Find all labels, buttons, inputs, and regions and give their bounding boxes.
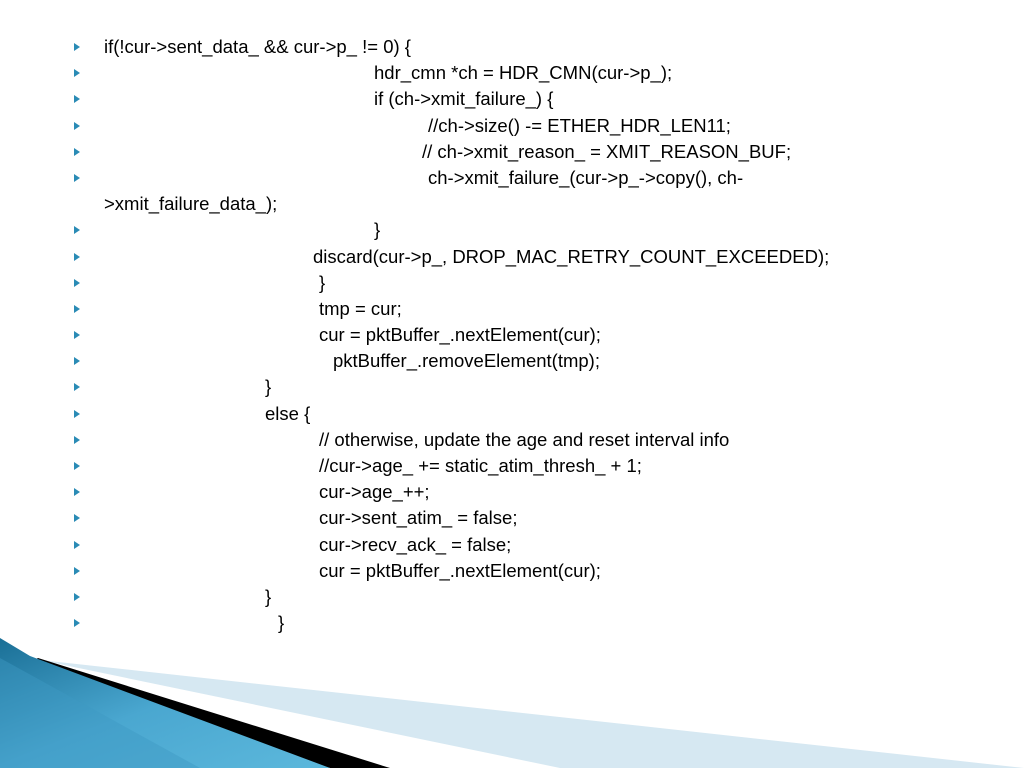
bullet-arrow-icon [74,462,80,471]
code-text: tmp = cur; [319,297,402,319]
bullet-arrow-icon [74,488,80,497]
code-text: else { [265,402,311,424]
bullet-arrow-icon [74,252,80,261]
code-line: ch->xmit_failure_(cur->p_->copy(), ch- >… [0,165,1024,217]
code-text: } [374,219,381,241]
code-text: } [265,376,272,398]
code-text: } [278,612,285,634]
code-listing: if(!cur->sent_data_ && cur->p_ != 0) { h… [0,34,1024,636]
bullet-arrow-icon [74,226,80,235]
code-line: // otherwise, update the age and reset i… [0,427,1024,453]
code-line: } [0,584,1024,610]
code-text: // otherwise, update the age and reset i… [319,428,730,450]
code-text: if(!cur->sent_data_ && cur->p_ != 0) { [104,36,411,57]
code-line: cur = pktBuffer_.nextElement(cur); [0,322,1024,348]
code-text: if (ch->xmit_failure_) { [374,88,554,110]
code-text: cur->sent_atim_ = false; [319,507,518,529]
code-text-continuation: >xmit_failure_data_); [104,192,278,214]
code-line: } [0,217,1024,243]
bullet-arrow-icon [74,619,80,628]
code-line: } [0,374,1024,400]
code-text: ch->xmit_failure_(cur->p_->copy(), ch- [428,166,744,188]
code-text: //cur->age_ += static_atim_thresh_ + 1; [319,455,642,477]
blue-corner-triangle [0,638,330,768]
bullet-arrow-icon [74,147,80,156]
bullet-arrow-icon [74,409,80,418]
code-line: cur->sent_atim_ = false; [0,505,1024,531]
code-text: cur = pktBuffer_.nextElement(cur); [319,324,601,346]
bullet-arrow-icon [74,592,80,601]
bullet-arrow-icon [74,69,80,78]
bullet-arrow-icon [74,540,80,549]
bullet-arrow-icon [74,43,80,51]
code-text: pktBuffer_.removeElement(tmp); [333,350,600,372]
code-line: cur->age_++; [0,479,1024,505]
bullet-arrow-icon [74,383,80,392]
code-line: // ch->xmit_reason_ = XMIT_REASON_BUF; [0,139,1024,165]
code-line: if(!cur->sent_data_ && cur->p_ != 0) { [0,34,1024,60]
bullet-arrow-icon [74,514,80,523]
bullet-arrow-icon [74,331,80,340]
black-diagonal-band [0,658,390,768]
code-line: cur->recv_ack_ = false; [0,532,1024,558]
code-text: // ch->xmit_reason_ = XMIT_REASON_BUF; [422,140,792,162]
pale-blue-band [40,660,1024,768]
code-text: discard(cur->p_, DROP_MAC_RETRY_COUNT_EX… [313,245,830,267]
code-line: cur = pktBuffer_.nextElement(cur); [0,558,1024,584]
bullet-arrow-icon [74,566,80,575]
bullet-arrow-icon [74,173,80,182]
code-line: //cur->age_ += static_atim_thresh_ + 1; [0,453,1024,479]
code-line: hdr_cmn *ch = HDR_CMN(cur->p_); [0,60,1024,86]
code-line: pktBuffer_.removeElement(tmp); [0,348,1024,374]
code-text: cur = pktBuffer_.nextElement(cur); [319,559,601,581]
corner-decoration [0,638,1024,768]
code-line: if (ch->xmit_failure_) { [0,86,1024,112]
code-text: cur->recv_ack_ = false; [319,533,512,555]
bullet-arrow-icon [74,278,80,287]
code-line: tmp = cur; [0,296,1024,322]
code-text: } [319,271,326,293]
bullet-arrow-icon [74,121,80,130]
code-line: discard(cur->p_, DROP_MAC_RETRY_COUNT_EX… [0,244,1024,270]
code-text: cur->age_++; [319,481,430,503]
code-line: else { [0,401,1024,427]
code-line: } [0,610,1024,636]
code-line: } [0,270,1024,296]
code-text: } [265,585,272,607]
bullet-arrow-icon [74,357,80,366]
bullet-arrow-icon [74,95,80,104]
bullet-arrow-icon [74,304,80,313]
code-text: //ch->size() -= ETHER_HDR_LEN11; [428,114,731,136]
bullet-arrow-icon [74,435,80,444]
code-text: hdr_cmn *ch = HDR_CMN(cur->p_); [374,62,673,84]
code-line: //ch->size() -= ETHER_HDR_LEN11; [0,113,1024,139]
